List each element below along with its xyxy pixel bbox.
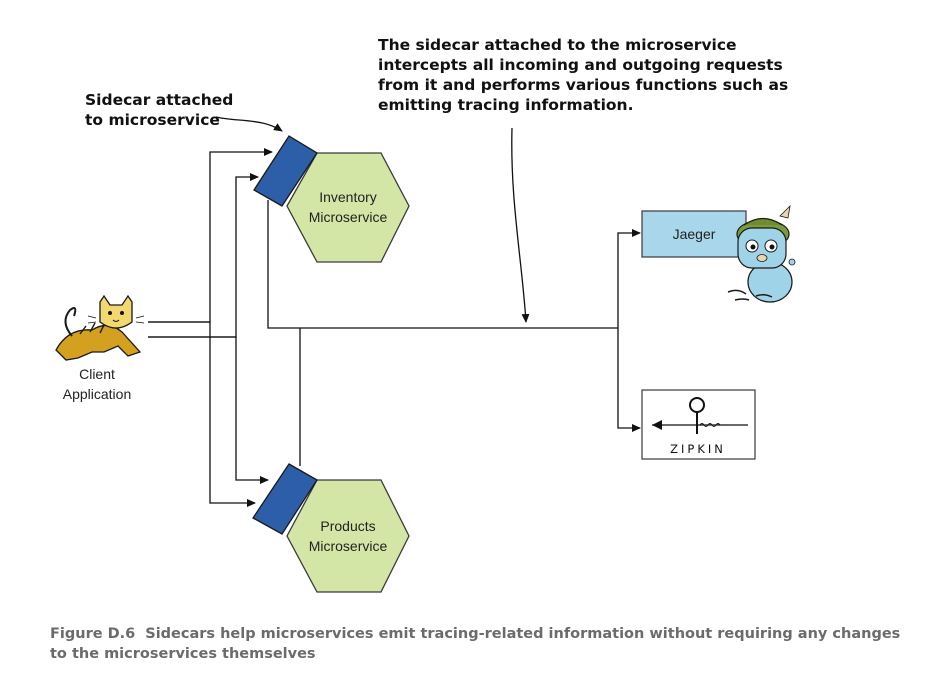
tracing-callout-line: from it and performs various functions s… (378, 76, 789, 94)
bus-to-zipkin-line (617, 328, 641, 432)
tracing-callout-line: The sidecar attached to the microservice (378, 36, 737, 54)
client-label-line: Client (79, 366, 115, 382)
products-label-line: Microservice (308, 538, 388, 554)
tomcat-cat-icon (55, 294, 145, 361)
inventory-microservice (253, 135, 410, 263)
figure-number: Figure D.6 (50, 626, 136, 642)
inventory-label-line: Inventory (319, 189, 377, 205)
jaeger-gopher-icon (727, 204, 796, 303)
inventory-label-line: Microservice (308, 209, 388, 225)
zipkin-node: ZIPKIN (641, 389, 756, 460)
products-label-line: Products (320, 518, 376, 534)
sidecar-callout-arrow (215, 116, 283, 132)
zipkin-label: ZIPKIN (670, 442, 726, 456)
tracing-callout-line: emitting tracing information. (378, 96, 634, 114)
sidecar-callout-line: to microservice (85, 111, 220, 129)
zipkin-logo-icon (652, 397, 748, 434)
client-to-products-inner-line (148, 336, 269, 484)
inventory-hexagon (286, 152, 410, 263)
jaeger-node: Jaeger (641, 210, 747, 258)
bus-to-jaeger-line (617, 229, 641, 328)
inventory-tracing-line (267, 200, 618, 329)
products-label: Products Microservice (296, 516, 400, 556)
sidecar-callout-line: Sidecar attached (85, 91, 234, 109)
products-sidecar (252, 463, 318, 535)
connectors (148, 116, 641, 507)
products-microservice (252, 463, 410, 593)
inventory-to-client-line (148, 173, 259, 338)
figure-caption-text: Sidecars help microservices emit tracing… (50, 626, 901, 662)
tracing-callout-line: intercepts all incoming and outgoing req… (378, 56, 783, 74)
tracing-callout-arrow (511, 127, 530, 323)
jaeger-label: Jaeger (673, 226, 716, 242)
client-to-products-line (148, 321, 256, 507)
inventory-label: Inventory Microservice (296, 187, 400, 227)
tracing-callout: The sidecar attached to the microservice… (378, 35, 788, 115)
inventory-sidecar (253, 135, 318, 207)
sidecar-callout: Sidecar attached to microservice (85, 90, 233, 130)
client-label-line: Application (62, 386, 132, 402)
products-hexagon (286, 479, 410, 593)
client-label: Client Application (47, 364, 147, 404)
